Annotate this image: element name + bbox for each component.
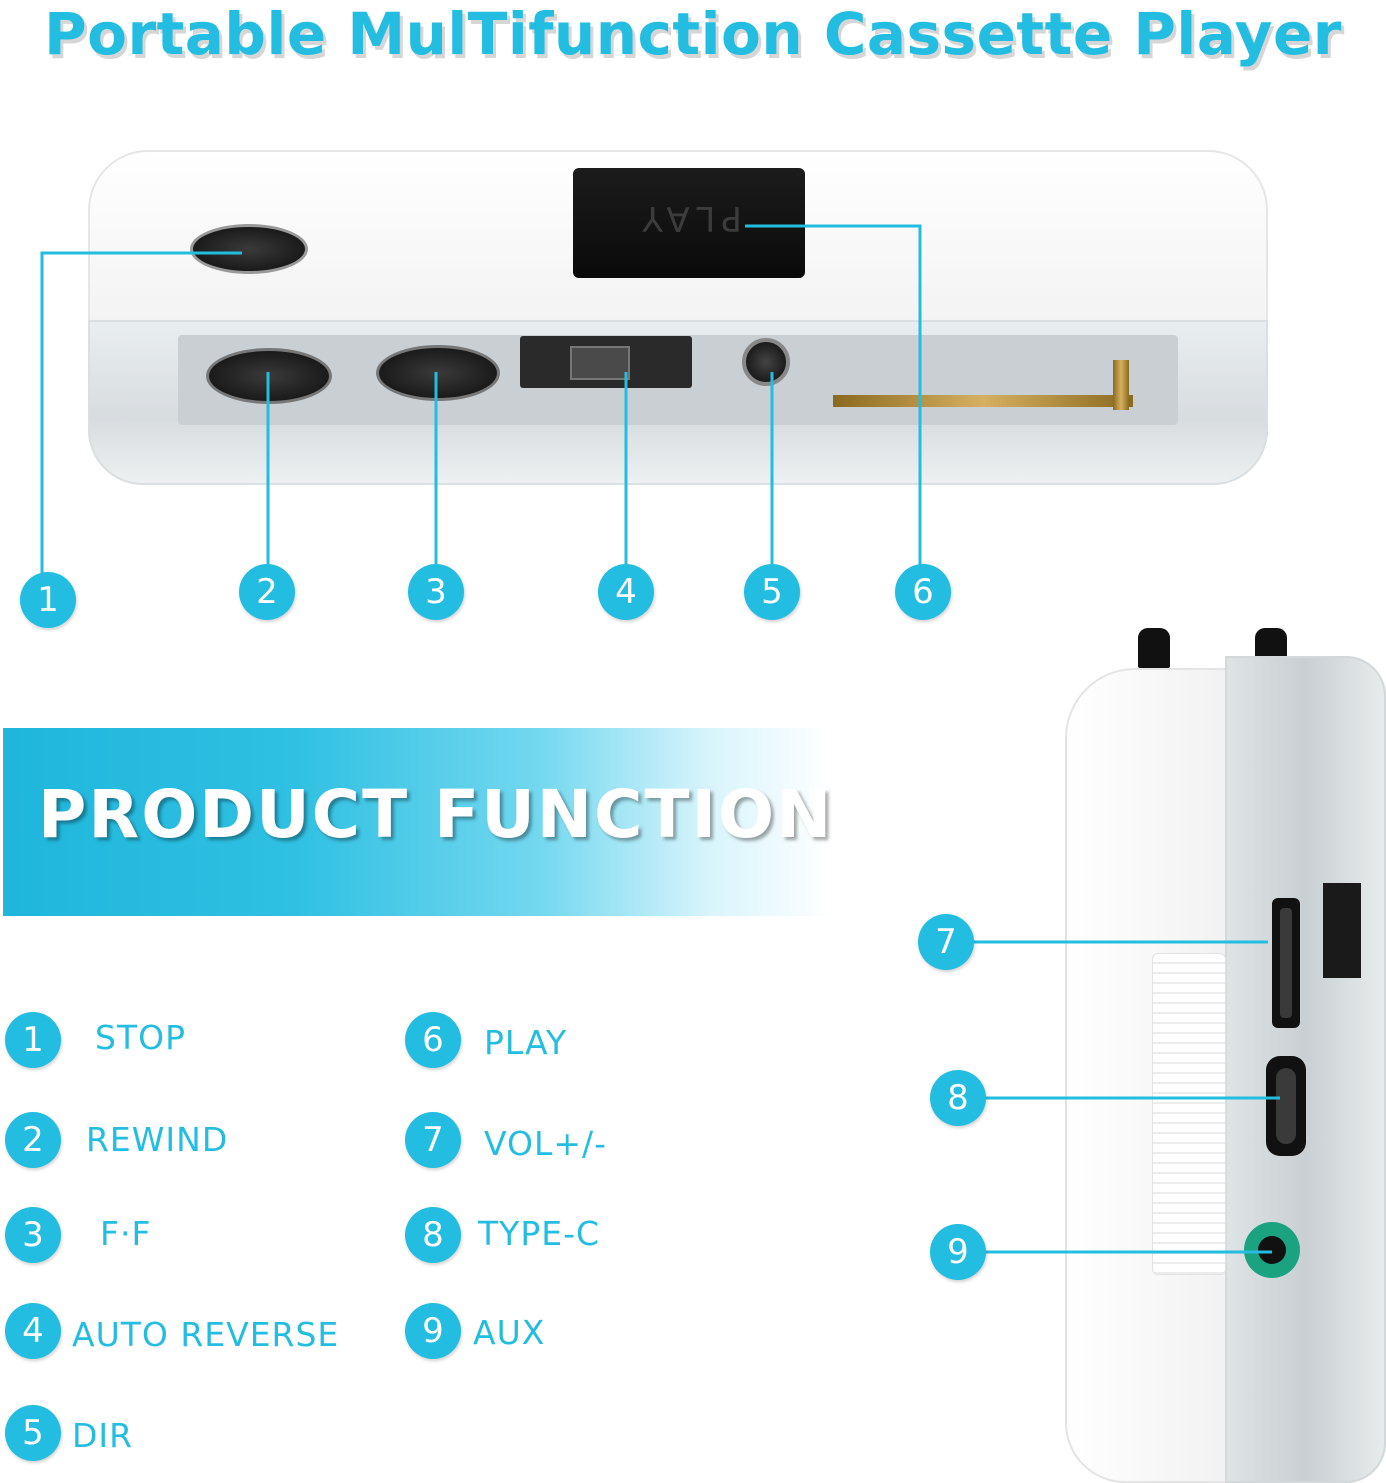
function-label-aux: AUX bbox=[473, 1313, 546, 1352]
function-number-6: 6 bbox=[405, 1012, 461, 1068]
callout-badge-3: 3 bbox=[408, 564, 464, 620]
function-number-7: 7 bbox=[405, 1112, 461, 1168]
type-c-port-graphic bbox=[1266, 1056, 1306, 1156]
play-key-graphic: PLAY bbox=[573, 168, 805, 278]
function-number-3: 3 bbox=[5, 1207, 61, 1263]
function-number-8: 8 bbox=[405, 1207, 461, 1263]
function-label-rewind: REWIND bbox=[86, 1120, 229, 1159]
callout-badge-6: 6 bbox=[895, 564, 951, 620]
callout-badge-5: 5 bbox=[744, 564, 800, 620]
side-dark-pad bbox=[1323, 883, 1361, 978]
aux-jack-graphic bbox=[1244, 1222, 1300, 1278]
banner-heading: PRODUCT FUNCTION bbox=[38, 776, 834, 853]
function-label-vol: VOL+/- bbox=[484, 1124, 608, 1163]
function-label-dir: DIR bbox=[72, 1416, 134, 1455]
stop-button-graphic bbox=[190, 224, 308, 274]
function-label-type-c: TYPE-C bbox=[478, 1214, 601, 1253]
function-number-9: 9 bbox=[405, 1303, 461, 1359]
tape-mechanism-graphic bbox=[833, 395, 1133, 407]
callout-badge-1: 1 bbox=[20, 572, 76, 628]
callout-line-1 bbox=[40, 251, 242, 575]
ff-button-graphic bbox=[376, 345, 500, 401]
dir-button-graphic bbox=[742, 338, 790, 386]
cassette-player-top-view: PLAY bbox=[88, 150, 1268, 485]
page-title: Portable MulTifunction Cassette Player bbox=[44, 0, 1342, 68]
callout-badge-9: 9 bbox=[930, 1224, 986, 1280]
function-number-1: 1 bbox=[5, 1012, 61, 1068]
callout-line-6 bbox=[745, 224, 922, 565]
auto-reverse-switch-graphic bbox=[520, 336, 692, 388]
side-grip-graphic bbox=[1152, 953, 1226, 1275]
function-label-stop: STOP bbox=[95, 1018, 186, 1057]
function-number-2: 2 bbox=[5, 1112, 61, 1168]
function-label-play: PLAY bbox=[484, 1023, 568, 1062]
function-label-ff: F·F bbox=[100, 1214, 152, 1253]
side-knob-left bbox=[1138, 628, 1170, 668]
volume-slot-graphic bbox=[1272, 898, 1300, 1028]
callout-badge-4: 4 bbox=[598, 564, 654, 620]
tape-pin-graphic bbox=[1113, 360, 1129, 410]
function-label-auto-reverse: AUTO REVERSE bbox=[72, 1315, 340, 1354]
function-number-4: 4 bbox=[5, 1303, 61, 1359]
callout-badge-7: 7 bbox=[918, 914, 974, 970]
function-number-5: 5 bbox=[5, 1405, 61, 1461]
callout-badge-2: 2 bbox=[239, 564, 295, 620]
product-function-banner bbox=[3, 728, 833, 916]
cassette-player-side-view bbox=[1060, 628, 1386, 1483]
callout-badge-8: 8 bbox=[930, 1070, 986, 1126]
